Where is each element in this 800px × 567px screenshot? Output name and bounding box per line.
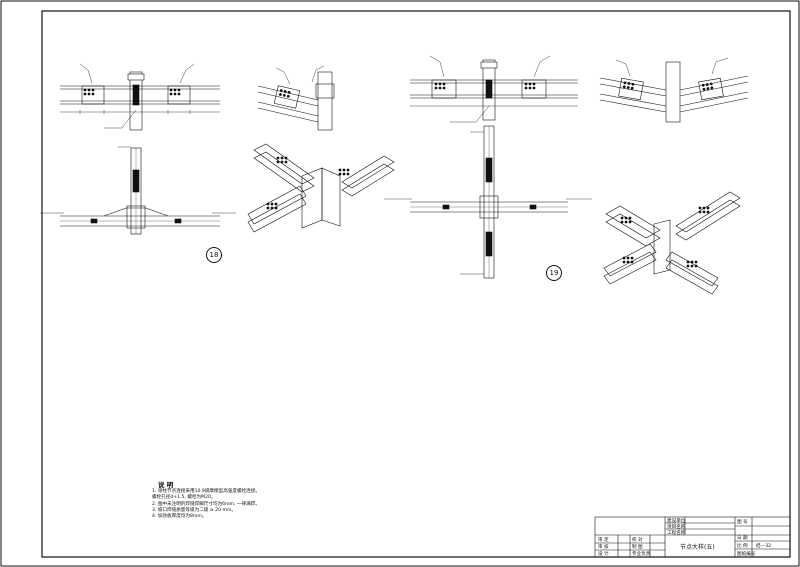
detail-number-18: 18 xyxy=(206,247,222,263)
note-line: 螺栓孔径d+1.5, 螺栓为M20。 xyxy=(152,495,216,501)
tb-right-label: 日 期 xyxy=(737,536,748,541)
tb-mid-label: 校 对 xyxy=(632,538,643,543)
tb-mid-label: 专业负责 xyxy=(632,552,651,557)
note-line: 1. 梁柱节点连接采用10.9级摩擦型高强度螺栓连接。 xyxy=(152,489,260,495)
tb-top-label: 项目名称 xyxy=(667,525,686,530)
general-notes: 说 明 1. 梁柱节点连接采用10.9级摩擦型高强度螺栓连接。 螺栓孔径d+1.… xyxy=(152,482,322,520)
tb-left-label: 设 计 xyxy=(598,552,609,557)
detail-18-side-view xyxy=(257,65,335,131)
title-block xyxy=(594,516,791,558)
detail-19-elevation xyxy=(410,55,578,123)
detail-19-plan xyxy=(384,125,592,279)
detail-number-19: 19 xyxy=(546,265,562,281)
notes-title: 说 明 xyxy=(158,481,174,489)
tb-right-label: 图纸编号 xyxy=(737,552,756,557)
detail-18-plan xyxy=(40,146,236,235)
sheet-number: 结—32 xyxy=(756,544,772,549)
tb-top-label: 建设单位 xyxy=(667,519,686,524)
tb-left-label: 审 核 xyxy=(598,545,609,550)
drawing-name: 节点大样(五) xyxy=(680,544,715,551)
detail-19-side-view xyxy=(599,57,749,123)
tb-right-label: 图 号 xyxy=(737,520,748,525)
detail-19-isometric xyxy=(603,191,741,295)
tb-mid-label: 制 图 xyxy=(632,545,643,550)
tb-top-label: 工程名称 xyxy=(667,531,686,536)
note-line: 2. 图中未注明的焊缝焊脚尺寸均为6mm, 一律满焊。 xyxy=(152,501,260,507)
note-line: 4. 加劲板厚度均为8mm。 xyxy=(152,514,207,520)
tb-right-label: 比 例 xyxy=(737,544,748,549)
detail-18-isometric xyxy=(247,143,395,233)
inner-frame xyxy=(41,10,791,558)
detail-18-elevation xyxy=(60,63,220,131)
tb-left-label: 审 定 xyxy=(598,538,609,543)
note-line: 3. 坡口焊缝质量等级为二级 ≥ 20 mm。 xyxy=(152,507,236,513)
